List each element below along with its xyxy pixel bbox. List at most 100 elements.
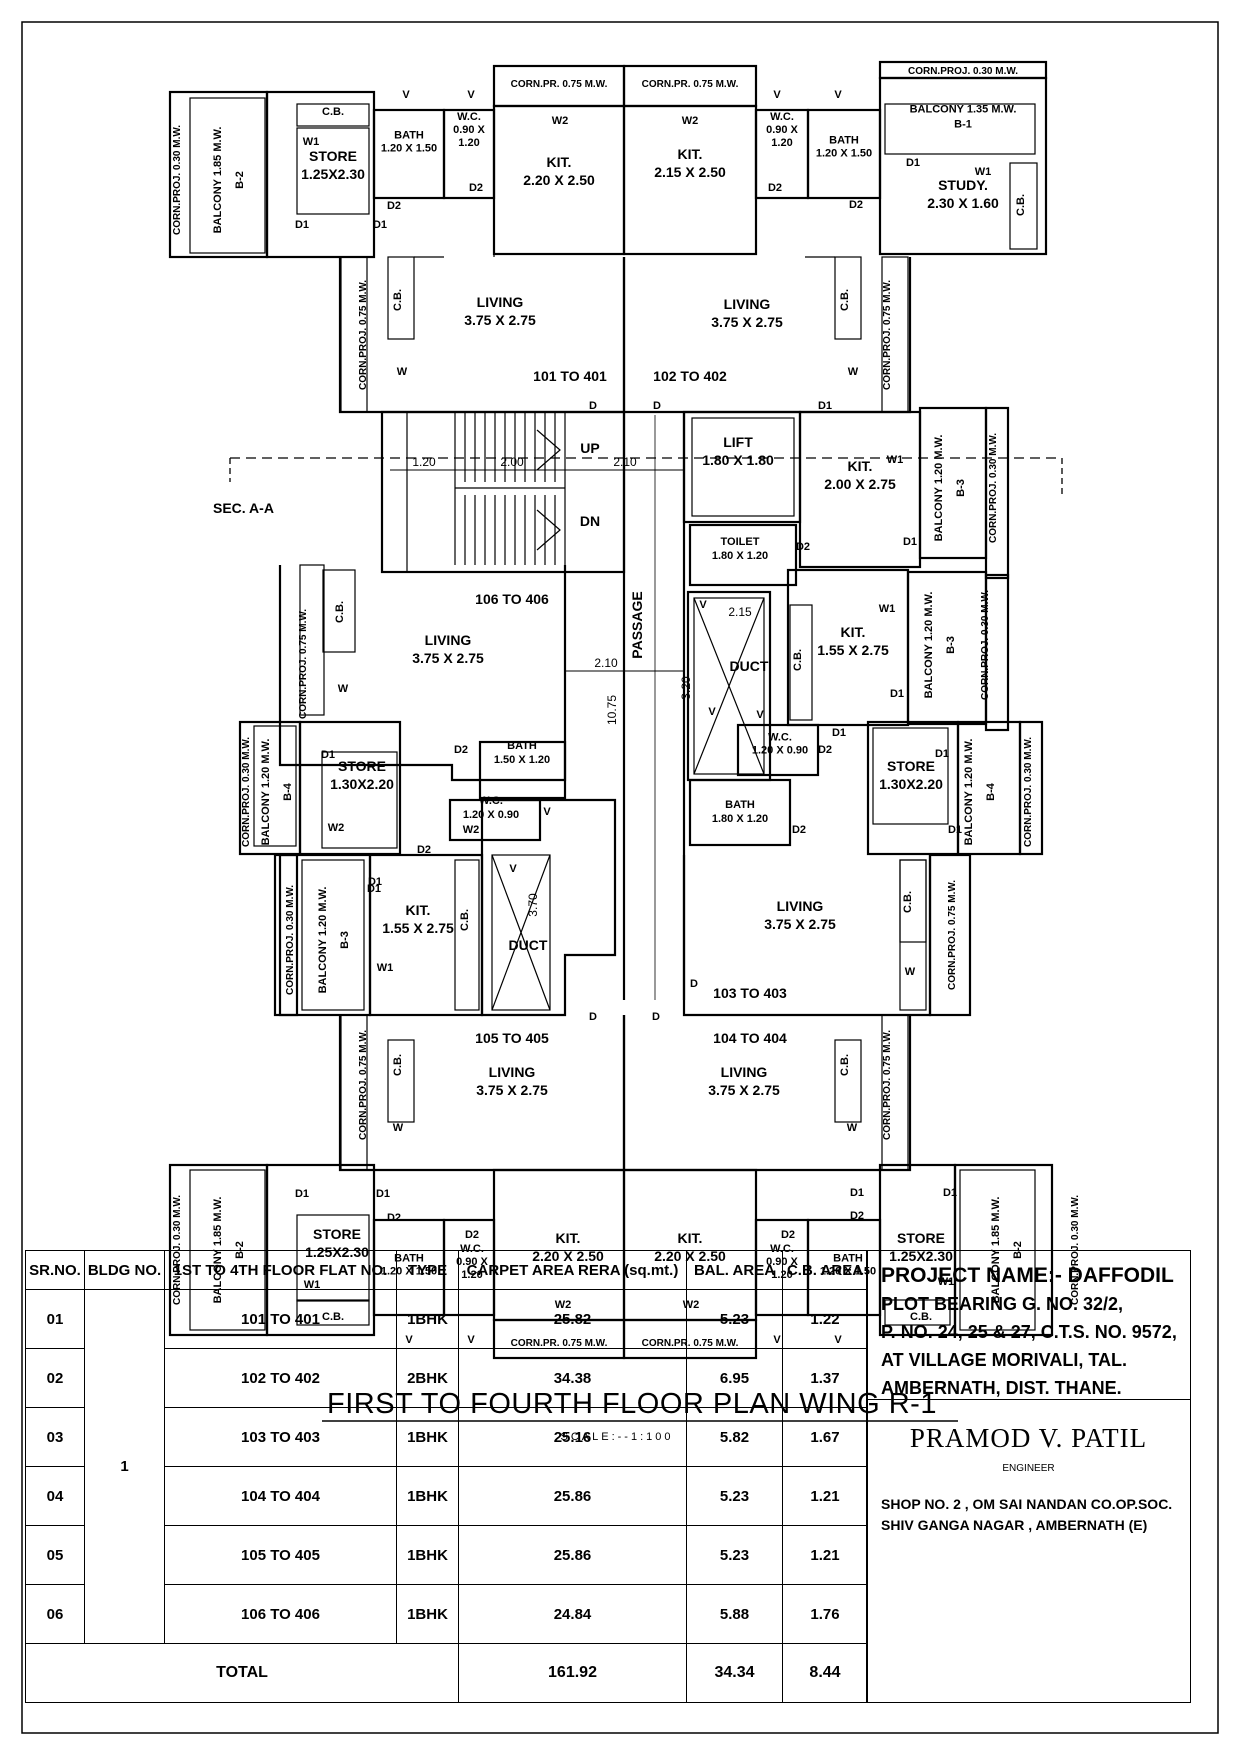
dimension-dim-370: 3.70 <box>526 893 540 917</box>
room-label-line: B-3 <box>339 931 351 949</box>
room-label-kit-r1: KIT.2.00 X 2.75 <box>824 458 896 492</box>
room-label-line: 2.15 X 2.50 <box>654 164 726 180</box>
project-address: PLOT BEARING G. NO. 32/2, P. NO. 24, 25 … <box>881 1290 1191 1402</box>
tag-v-label: V <box>834 89 842 101</box>
table-row: 06 106 TO 406 1BHK 24.84 5.88 1.76 <box>25 1584 868 1644</box>
cell-sr: 02 <box>25 1348 85 1408</box>
room-label-stair-dn: DN <box>580 513 600 529</box>
room-label-line: 3.75 X 2.75 <box>764 916 836 932</box>
room-label-line: CORN.PR. 0.75 M.W. <box>642 79 739 90</box>
tag-v-label: V <box>773 89 781 101</box>
room-label-line: B-2 <box>234 171 246 189</box>
room-label-balcony-b3-r: BALCONY 1.20 M.W.B-3 <box>933 435 967 542</box>
tag-w-label: W <box>393 1122 404 1134</box>
room-label-flat-106: 106 TO 406 <box>475 591 549 607</box>
room-label-line: BATH <box>394 130 424 142</box>
total-label: TOTAL <box>25 1643 459 1703</box>
room-label-line: LIFT <box>723 434 753 450</box>
room-label-study: STUDY.2.30 X 1.60 <box>927 177 999 211</box>
room-label-line: C.B. <box>910 1311 932 1323</box>
room-label-cornproj-l106: CORN.PROJ. 0.75 M.W. <box>298 609 309 719</box>
room-label-line: CORN.PROJ. 0.75 M.W. <box>358 280 369 390</box>
room-label-cb-living-br: C.B. <box>839 1054 851 1076</box>
header-type: TYPE <box>396 1250 459 1290</box>
cell-cb: 1.22 <box>782 1289 868 1349</box>
room-label-corn-proj-top: CORN.PROJ. 0.30 M.W. <box>908 66 1018 77</box>
tag-d2-label: D2 <box>768 182 782 194</box>
room-label-cornpr-tr: CORN.PR. 0.75 M.W. <box>642 79 739 90</box>
engineer-address: SHOP NO. 2 , OM SAI NANDAN CO.OP.SOC. SH… <box>881 1494 1181 1536</box>
room-label-corn-proj-r5: CORN.PROJ. 0.30 M.W. <box>1023 737 1034 847</box>
room-label-line: CORN.PROJ. 0.30 M.W. <box>988 433 999 543</box>
room-label-kit-l: KIT.1.55 X 2.75 <box>382 902 454 936</box>
tag-d1-label: D1 <box>832 727 846 739</box>
room-label-cornproj-lb: CORN.PROJ. 0.75 M.W. <box>358 1030 369 1140</box>
room-label-line: CORN.PROJ. 0.75 M.W. <box>882 1030 893 1140</box>
tag-d1-label: D1 <box>943 1187 957 1199</box>
room-label-passage: PASSAGE <box>629 591 645 658</box>
room-label-line: 1.30X2.20 <box>330 776 394 792</box>
header-cb-area: C.B. AREA <box>782 1250 868 1290</box>
room-label-corn-proj-bl: CORN.PROJ. 0.30 M.W. <box>172 1195 183 1305</box>
header-bldg-no: BLDG NO. <box>84 1250 165 1290</box>
room-labels: CORN.PROJ. 0.30 M.W.BALCONY 1.85 M.W.B-2… <box>172 66 1081 1349</box>
dimension-dim-215: 2.15 <box>728 605 752 619</box>
header-carpet-area: CARPET AREA RERA (sq.mt.) <box>458 1250 687 1290</box>
tag-d2-label: D2 <box>387 200 401 212</box>
total-bal: 34.34 <box>686 1643 783 1703</box>
room-label-line: C.B. <box>322 106 344 118</box>
tag-v-label: V <box>402 89 410 101</box>
tag-d1-label: D1 <box>935 748 949 760</box>
room-label-line: C.B. <box>839 289 851 311</box>
room-label-line: KIT. <box>556 1230 581 1246</box>
room-label-line: KIT. <box>848 458 873 474</box>
tag-d1-label: D1 <box>890 688 904 700</box>
table-row: 05 105 TO 405 1BHK 25.86 5.23 1.21 <box>25 1525 868 1585</box>
room-label-cb-study: C.B. <box>1015 194 1027 216</box>
tag-w-label: W <box>848 366 859 378</box>
cell-sr: 01 <box>25 1289 85 1349</box>
room-label-line: LIVING <box>477 294 524 310</box>
room-label-line: LIVING <box>425 632 472 648</box>
room-label-line: W.C. <box>768 732 792 744</box>
room-label-line: CORN.PR. 0.75 M.W. <box>511 79 608 90</box>
sheet-border <box>21 21 1219 1734</box>
tag-d1-label: D1 <box>295 219 309 231</box>
cell-type: 1BHK <box>396 1407 459 1467</box>
cell-cb: 1.21 <box>782 1466 868 1526</box>
cell-bal: 6.95 <box>686 1348 783 1408</box>
room-label-line: 2.30 X 1.60 <box>927 195 999 211</box>
cell-carpet: 25.86 <box>458 1466 687 1526</box>
tag-w-label: W <box>338 683 349 695</box>
tag-w1-label: W1 <box>879 603 896 615</box>
room-label-line: 1.80 X 1.20 <box>712 813 768 825</box>
room-label-line: CORN.PROJ. 0.30 M.W. <box>980 590 991 700</box>
project-info-box: PROJECT NAME:- DAFFODIL PLOT BEARING G. … <box>866 1250 1191 1703</box>
room-label-line: C.B. <box>1015 194 1027 216</box>
room-label-line: CORN.PROJ. 0.30 M.W. <box>241 737 252 847</box>
tag-v-label: V <box>756 709 764 721</box>
room-label-line: 1.20 X 0.90 <box>752 745 808 757</box>
room-label-line: C.B. <box>392 289 404 311</box>
header-flat-no: 1ST TO 4TH FLOOR FLAT NO. <box>164 1250 397 1290</box>
room-label-flat-104: 104 TO 404 <box>713 1030 787 1046</box>
tag-d2-label: D2 <box>850 1210 864 1222</box>
room-label-line: BATH <box>829 135 859 147</box>
room-label-line: DUCT <box>730 658 769 674</box>
room-label-line: 103 TO 403 <box>713 985 787 1001</box>
tag-d2-label: D2 <box>387 1212 401 1224</box>
room-label-balcony-b1: BALCONY 1.35 M.W.B-1 <box>910 104 1017 131</box>
room-label-wc-r: W.C.1.20 X 0.90 <box>752 732 808 757</box>
room-label-line: CORN.PROJ. 0.30 M.W. <box>1023 737 1034 847</box>
cell-bal: 5.23 <box>686 1466 783 1526</box>
cell-bal: 5.23 <box>686 1289 783 1349</box>
room-label-line: 1.20 X 1.50 <box>816 148 872 160</box>
tag-v-label: V <box>509 863 517 875</box>
tag-d1-label: D1 <box>321 749 335 761</box>
